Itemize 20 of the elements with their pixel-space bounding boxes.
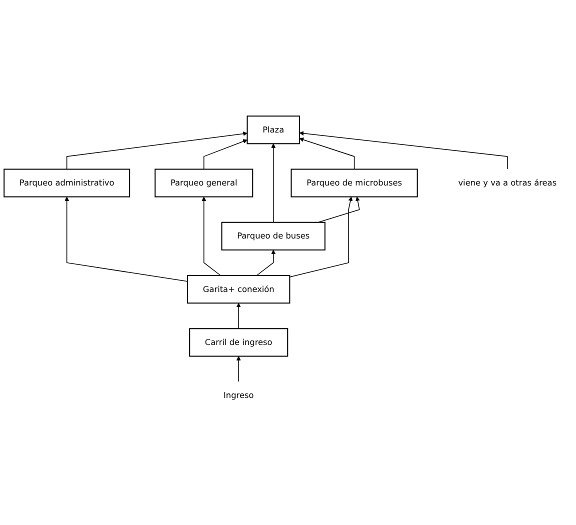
arrow: [271, 143, 276, 223]
arrow: [289, 196, 353, 278]
node-box: Parqueo de buses: [221, 222, 326, 250]
node-box: Parqueo administrativo: [4, 168, 130, 198]
arrow: [64, 196, 188, 282]
node-box: Parqueo general: [154, 168, 254, 198]
node-box: Garita+ conexión: [187, 274, 290, 304]
arrow: [256, 250, 276, 276]
node-text: viene y va a otras áreas: [458, 178, 557, 188]
arrow: [236, 356, 241, 382]
node-box: Plaza: [246, 115, 300, 144]
arrow: [299, 137, 355, 170]
arrow: [204, 138, 248, 170]
arrow: [299, 130, 508, 170]
node-box: Parqueo de microbuses: [290, 168, 418, 198]
node-box: Carril de ingreso: [189, 328, 288, 356]
arrow: [236, 302, 241, 329]
node-text: Ingreso: [223, 390, 254, 400]
arrow: [66, 131, 248, 170]
arrow: [202, 196, 221, 276]
